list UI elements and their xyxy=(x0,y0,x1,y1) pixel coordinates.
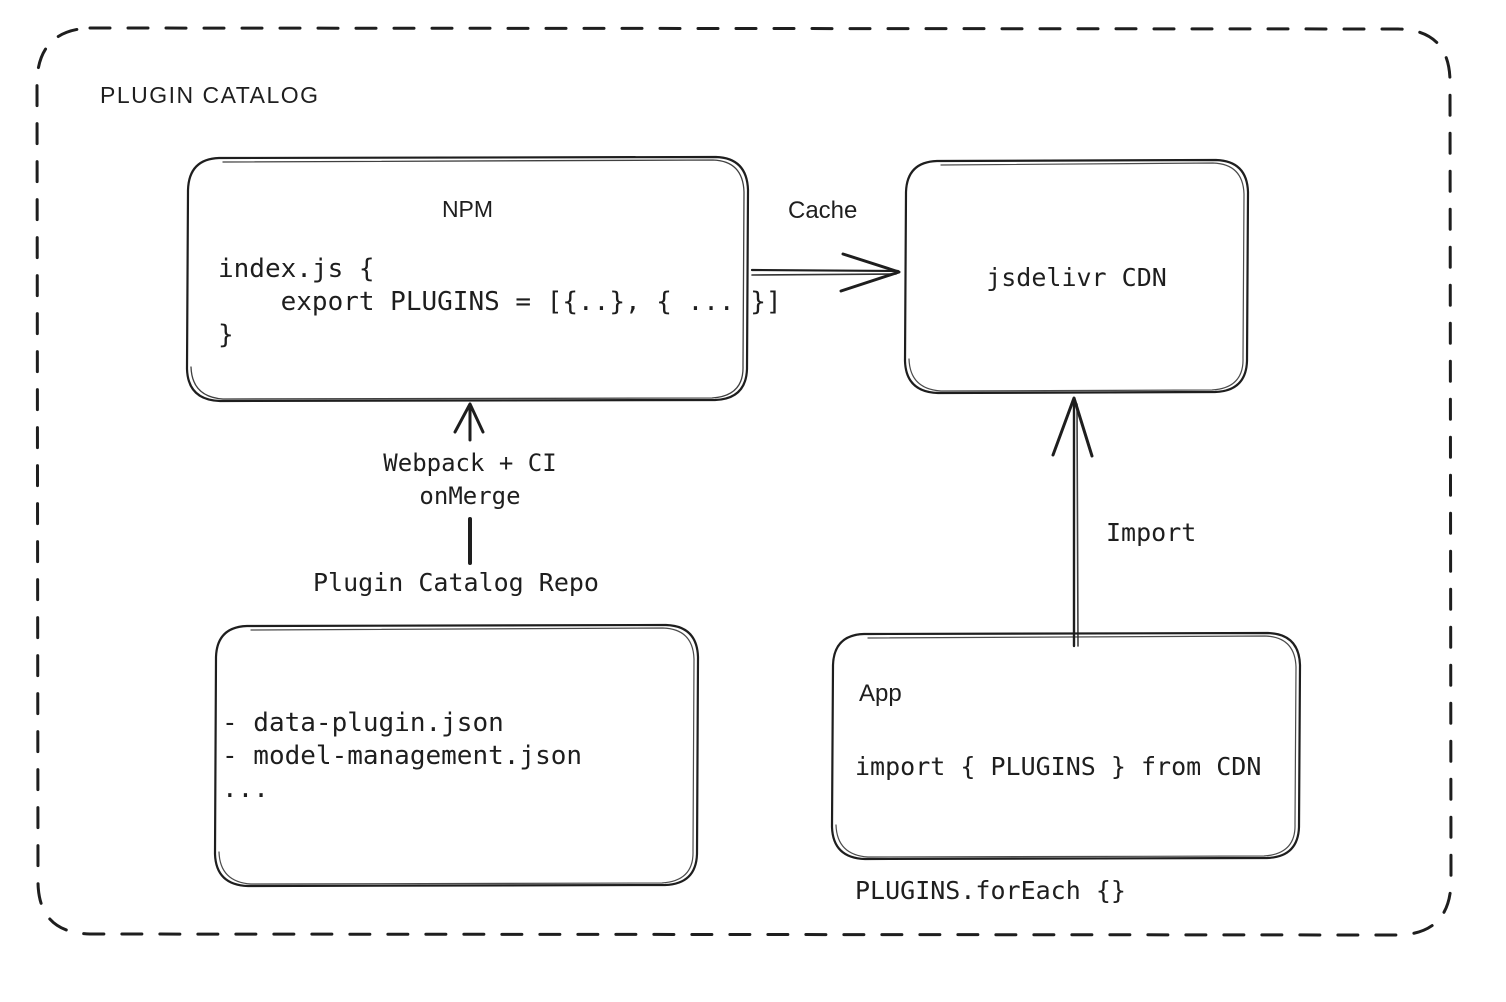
npm-node-code: index.js { export PLUGINS = [{..}, { ...… xyxy=(218,254,782,350)
repo-node-file-list: - data-plugin.json - model-management.js… xyxy=(222,708,583,804)
page-title: PLUGIN CATALOG xyxy=(100,82,320,108)
webpack-edge-label: Webpack + CI onMerge xyxy=(383,449,557,510)
cdn-node-title: jsdelivr CDN xyxy=(986,263,1167,292)
import-edge-label: Import xyxy=(1106,518,1197,547)
npm-node-title: NPM xyxy=(441,196,494,222)
app-node-code: import { PLUGINS } from CDN PLUGINS.forE… xyxy=(855,752,1262,905)
app-node-title: App xyxy=(859,680,902,707)
cache-edge-label: Cache xyxy=(788,197,858,224)
repo-node-caption: Plugin Catalog Repo xyxy=(313,568,599,597)
import-arrow xyxy=(1051,396,1094,648)
